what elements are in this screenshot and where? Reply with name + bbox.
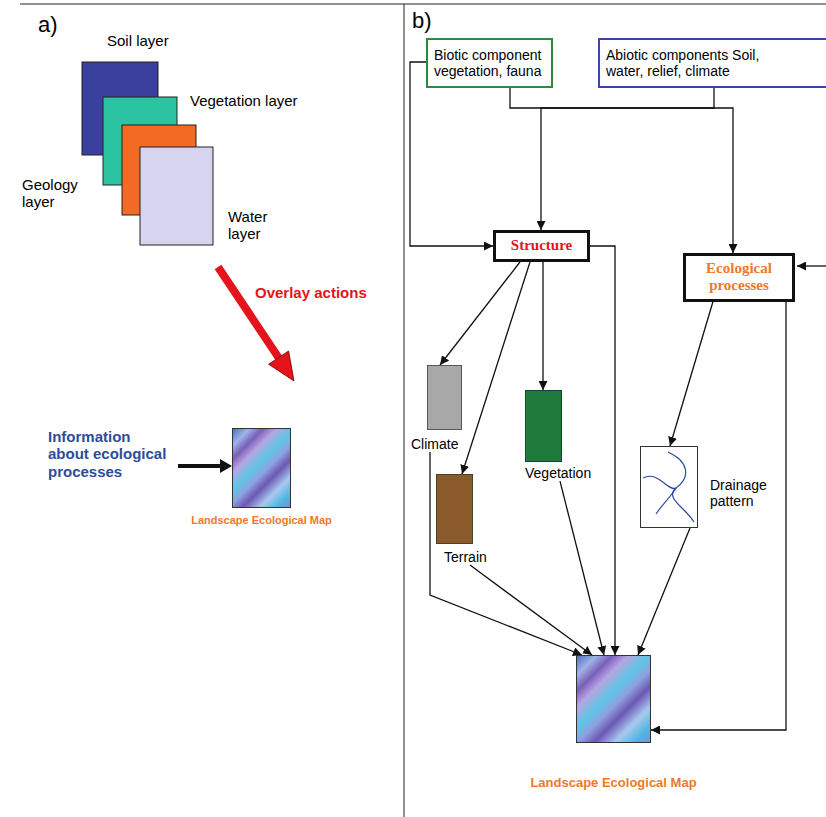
connector-arrow: [651, 302, 786, 731]
connector-arrow: [670, 302, 713, 447]
component-box: Abiotic components Soil, water, relief, …: [598, 38, 826, 88]
info-arrow: [178, 464, 221, 468]
box-text: Abiotic components Soil, water, relief, …: [606, 47, 781, 79]
connector-arrow: [440, 262, 520, 365]
layer-label: Soil layer: [107, 32, 169, 49]
box-text: Structure: [511, 237, 572, 254]
terrain-layer-shape: [436, 474, 473, 544]
box-text: Ecological processes: [692, 260, 786, 295]
connector-arrow: [510, 88, 733, 253]
map-image-shape: [232, 428, 291, 508]
drainage-map-shape: [640, 446, 698, 528]
box-text: Biotic component vegetation, fauna: [434, 47, 545, 79]
concept-box: Structure: [493, 230, 590, 262]
concept-box: Ecological processes: [683, 253, 795, 302]
connector-arrow: [430, 452, 582, 655]
connector-arrow: [638, 528, 690, 655]
terrain-layer: Terrain: [436, 474, 487, 565]
panel-divider: [404, 4, 405, 817]
info-arrowhead: [220, 459, 232, 473]
drainage-map: Drainage pattern: [640, 446, 774, 528]
shape-label: Climate: [411, 436, 458, 452]
map-image-shape: [576, 655, 651, 743]
layer-label: Water layer: [228, 208, 280, 243]
shape-label: Drainage pattern: [710, 477, 774, 509]
vegetation-layer-shape: [525, 390, 562, 462]
layer-label: Geology layer: [22, 176, 82, 211]
panel-label: b): [412, 8, 432, 33]
climate-layer-shape: [427, 365, 462, 430]
climate-layer: Climate: [411, 365, 462, 452]
shape-label: Landscape Ecological Map: [530, 776, 696, 791]
map-image: Landscape Ecological Map: [576, 655, 651, 743]
connector-arrow: [470, 565, 592, 655]
note-label: Information about ecological processes: [48, 428, 172, 480]
connector-arrow: [542, 262, 543, 390]
connector-arrow: [590, 246, 615, 655]
map-image: Landscape Ecological Map: [232, 428, 291, 508]
overlay-arrow: [218, 267, 279, 358]
connector-arrow: [541, 88, 714, 230]
connector-arrow: [560, 481, 604, 655]
frame-line: [20, 4, 826, 5]
shape-label: Vegetation: [525, 465, 591, 481]
layer-label: Vegetation layer: [190, 92, 298, 109]
drainage-lines: [643, 452, 694, 522]
shape-label: Landscape Ecological Map: [191, 514, 332, 527]
water-layer: [140, 147, 213, 245]
vegetation-layer: Vegetation: [525, 390, 591, 481]
component-box: Biotic component vegetation, fauna: [426, 38, 553, 88]
connector-arrow: [410, 62, 493, 246]
overlay-arrowhead: [269, 351, 294, 381]
incoming-arrow: [797, 265, 826, 266]
connector-arrow: [462, 262, 530, 474]
shape-label: Terrain: [444, 549, 487, 565]
panel-label: a): [38, 12, 58, 37]
action-label: Overlay actions: [255, 284, 367, 301]
